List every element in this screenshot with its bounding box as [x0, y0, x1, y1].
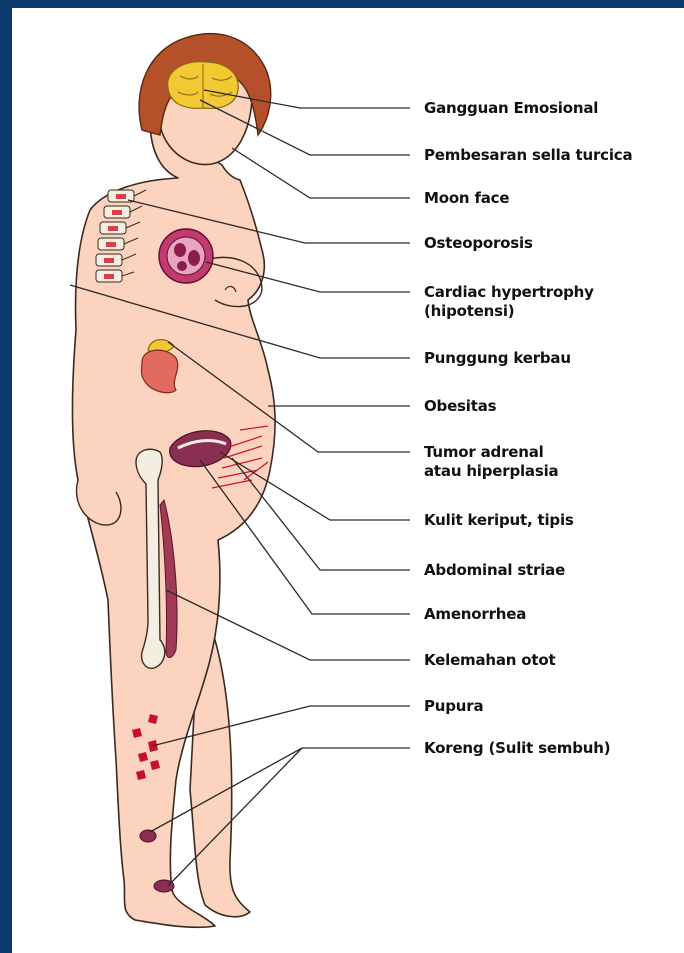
label-kulit-keriput: Kulit keriput, tipis: [424, 511, 574, 530]
body-silhouette: [73, 39, 276, 928]
ulcer-shin: [140, 830, 156, 842]
label-hipotensi: (hipotensi): [424, 302, 514, 321]
label-moon-face: Moon face: [424, 189, 509, 208]
heart: [159, 229, 213, 283]
label-atau-hiperplasia: atau hiperplasia: [424, 462, 558, 481]
label-pembesaran-sella-turcica: Pembesaran sella turcica: [424, 146, 632, 165]
label-punggung-kerbau: Punggung kerbau: [424, 349, 571, 368]
label-abdominal-striae: Abdominal striae: [424, 561, 565, 580]
ulcer-foot: [154, 880, 174, 892]
label-koreng: Koreng (Sulit sembuh): [424, 739, 610, 758]
label-pupura: Pupura: [424, 697, 483, 716]
label-kelemahan-otot: Kelemahan otot: [424, 651, 555, 670]
label-gangguan-emosional: Gangguan Emosional: [424, 99, 598, 118]
label-osteoporosis: Osteoporosis: [424, 234, 533, 253]
label-cardiac-hypertrophy: Cardiac hypertrophy: [424, 283, 594, 302]
label-tumor-adrenal: Tumor adrenal: [424, 443, 544, 462]
label-obesitas: Obesitas: [424, 397, 496, 416]
label-amenorrhea: Amenorrhea: [424, 605, 526, 624]
